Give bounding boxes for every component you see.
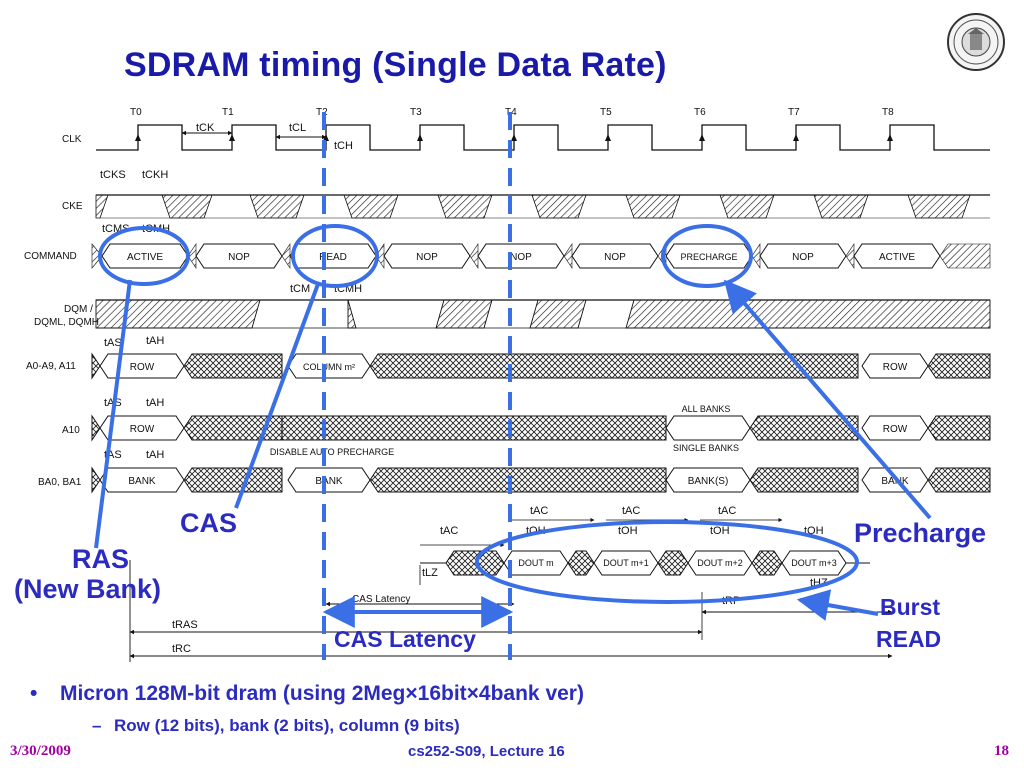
label-tlz: tLZ (422, 567, 438, 579)
a10-row-2: ROW (883, 424, 908, 435)
a10-row-1: ROW (130, 424, 155, 435)
clock-labels: T0 T1 T2 T3 T4 T5 T6 T7 T8 (130, 107, 894, 118)
footer-page-number: 18 (994, 743, 1009, 759)
clock-label-t1: T1 (222, 107, 234, 118)
clock-label-t7: T7 (788, 107, 800, 118)
bank-2: BANK (315, 476, 343, 487)
label-tras: tRAS (172, 619, 198, 631)
label-tcks: tCKS (100, 169, 126, 181)
dout-m-plus-3: DOUT m+3 (791, 558, 837, 568)
label-tck: tCK (196, 122, 215, 134)
highlight-overlays (94, 112, 932, 660)
signal-label-command: COMMAND (24, 251, 77, 262)
bullet-sub-text: Row (12 bits), bank (2 bits), column (9 … (114, 716, 460, 735)
cke-waveform (95, 194, 990, 219)
label-tac-3: tAC (622, 505, 640, 517)
clk-waveform (96, 124, 990, 151)
annotation-ras: RAS (72, 544, 130, 574)
label-tckh: tCKH (142, 169, 168, 181)
label-toh-3: tOH (710, 525, 730, 537)
dout-m-plus-2: DOUT m+2 (697, 558, 743, 568)
command-nop-1: NOP (228, 252, 250, 263)
bank-4: BANK (881, 476, 909, 487)
signal-label-a10: A10 (62, 425, 80, 436)
footer-lecture: cs252-S09, Lecture 16 (408, 743, 565, 760)
clock-label-t8: T8 (882, 107, 894, 118)
signal-label-bank: BA0, BA1 (38, 477, 82, 488)
dq-waveform (420, 550, 870, 576)
label-toh-2: tOH (618, 525, 638, 537)
label-tcl: tCL (289, 122, 306, 134)
read-highlight-circle (291, 224, 379, 288)
bullet-sub: –Row (12 bits), bank (2 bits), column (9… (92, 716, 460, 736)
command-bus (101, 243, 941, 269)
slide-title: SDRAM timing (Single Data Rate) (124, 46, 667, 84)
command-active-2: ACTIVE (879, 252, 915, 263)
label-tah-1: tAH (146, 335, 164, 347)
university-seal-icon (947, 13, 1005, 71)
bank-3: BANK(S) (688, 476, 729, 487)
dout-m: DOUT m (518, 558, 553, 568)
signal-label-clk: CLK (62, 134, 82, 145)
signal-label-address: A0-A9, A11 (26, 361, 76, 372)
label-tac-2: tAC (530, 505, 548, 517)
a10-disable-auto-precharge: DISABLE AUTO PRECHARGE (270, 447, 394, 457)
dout-m-plus-1: DOUT m+1 (603, 558, 649, 568)
label-tas-1: tAS (104, 337, 122, 349)
signal-label-dqml: DQML, DQMH (34, 317, 99, 328)
annotation-new-bank: (New Bank) (14, 574, 162, 604)
label-tah-2: tAH (146, 397, 164, 409)
addr-row-2: ROW (883, 362, 908, 373)
bullet-main: • Micron 128M-bit dram (using 2Meg×16bit×… (30, 682, 584, 706)
command-nop-2: NOP (416, 252, 438, 263)
annotation-read: READ (876, 626, 942, 652)
signal-label-dqm: DQM / (64, 304, 93, 315)
clock-label-t0: T0 (130, 107, 142, 118)
a10-single-banks: SINGLE BANKS (673, 443, 739, 453)
bullet-dash: – (92, 716, 102, 735)
command-precharge: PRECHARGE (680, 252, 737, 262)
command-nop-4: NOP (604, 252, 626, 263)
clock-label-t6: T6 (694, 107, 706, 118)
label-trc: tRC (172, 643, 191, 655)
clock-label-t5: T5 (600, 107, 612, 118)
a10-all-banks: ALL BANKS (682, 404, 731, 414)
addr-row-1: ROW (130, 362, 155, 373)
precharge-highlight-circle (661, 224, 753, 288)
command-read: READ (319, 252, 347, 263)
annotation-cas-latency: CAS Latency (334, 626, 476, 652)
annotation-burst: Burst (880, 594, 941, 620)
bank-1: BANK (128, 476, 156, 487)
label-cas-latency-small: CAS Latency (352, 594, 410, 605)
bullet-main-text: Micron 128M-bit dram (using 2Meg×16bit×4… (60, 682, 584, 705)
signal-labels: CLK CKE COMMAND DQM / DQML, DQMH A0-A9, … (24, 134, 99, 488)
bullet-dot: • (30, 682, 38, 705)
command-active-1: ACTIVE (127, 252, 163, 263)
burst-read-highlight-ellipse (475, 520, 859, 604)
dqm-waveform (95, 299, 991, 329)
label-tch: tCH (334, 140, 353, 152)
command-nop-3: NOP (510, 252, 532, 263)
addr-column: COLUMN m² (303, 362, 355, 372)
clock-label-t3: T3 (410, 107, 422, 118)
label-tac-1: tAC (440, 525, 458, 537)
active-highlight-circle (98, 226, 190, 286)
footer-date: 3/30/2009 (10, 743, 71, 759)
label-tcm: tCM (290, 283, 310, 295)
annotation-cas: CAS (180, 508, 238, 538)
label-tah-3: tAH (146, 449, 164, 461)
signal-label-cke: CKE (62, 201, 83, 212)
annotation-precharge: Precharge (854, 518, 987, 548)
command-nop-5: NOP (792, 252, 814, 263)
label-tac-4: tAC (718, 505, 736, 517)
